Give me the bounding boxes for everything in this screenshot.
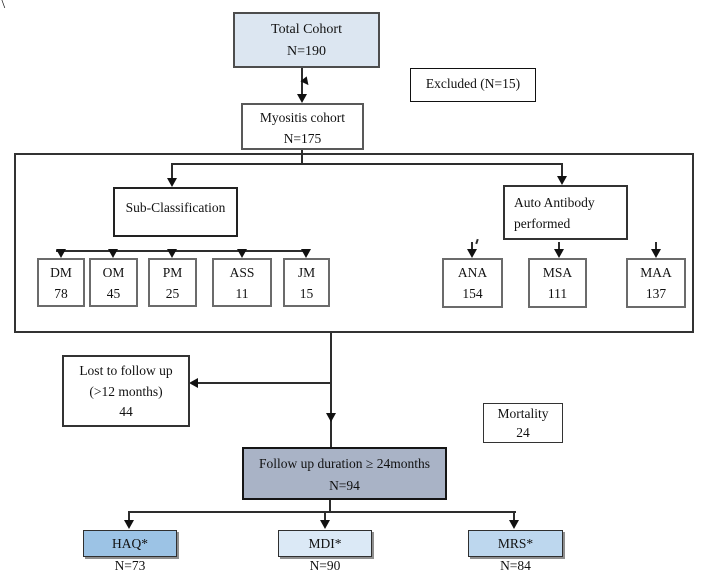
connector-mrs-stub — [513, 511, 515, 522]
haq-label: HAQ* — [112, 536, 148, 551]
lost-followup-line2: (>12 months) — [89, 383, 163, 399]
arrowhead-ass-icon — [237, 249, 247, 258]
myositis-n: N=175 — [283, 131, 322, 146]
mortality-label: Mortality — [497, 406, 549, 421]
ana-count: 154 — [462, 286, 483, 301]
ana-label: ANA — [457, 265, 488, 280]
ass-label: ASS — [229, 265, 255, 280]
arrowhead-om-icon — [108, 249, 118, 258]
arrowhead-subclass-icon — [167, 178, 177, 187]
connector-haq-stub — [128, 511, 130, 522]
excluded-box: Excluded (N=15) — [410, 68, 536, 102]
connector-total-to-myositis — [301, 68, 303, 100]
mrs-box: MRS* — [468, 530, 563, 557]
arrowhead-pm-icon — [167, 249, 177, 258]
arrowhead-central-icon — [326, 413, 336, 422]
classification-panel — [14, 153, 694, 333]
arrowhead-maa-icon — [651, 249, 661, 258]
msa-box: MSA 111 — [528, 258, 587, 308]
arrowhead-haq-icon — [124, 520, 134, 529]
ana-box: ANA 154 — [442, 258, 503, 308]
om-box: OM 45 — [89, 258, 138, 307]
mortality-count: 24 — [516, 424, 530, 440]
mdi-box: MDI* — [278, 530, 372, 557]
auto-antibody-box: Auto Antibody performed — [503, 185, 628, 240]
total-cohort-n: N=190 — [286, 44, 326, 59]
dm-count: 78 — [54, 286, 68, 301]
arrowhead-mrs-icon — [509, 520, 519, 529]
myositis-cohort-box: Myositis cohort N=175 — [241, 103, 364, 150]
connector-myositis-stub — [301, 150, 303, 165]
maa-label: MAA — [640, 265, 672, 280]
total-cohort-title: Total Cohort — [271, 22, 342, 37]
connector-central-vertical — [330, 333, 332, 447]
jm-count: 15 — [299, 286, 314, 301]
followup-duration-title: Follow up duration ≥ 24months — [259, 456, 430, 471]
arrowhead-jm-icon — [301, 249, 311, 258]
arrowhead-mdi-icon — [320, 520, 330, 529]
connector-branch-horizontal — [172, 163, 563, 165]
dm-box: DM 78 — [37, 258, 85, 307]
connector-subclass-row — [56, 250, 306, 252]
maa-box: MAA 137 — [626, 258, 686, 308]
ass-count: 11 — [235, 286, 249, 301]
connector-followup-stub — [329, 500, 331, 512]
connector-subclass-stub — [171, 163, 173, 180]
connector-mdi-stub — [324, 511, 326, 522]
connector-maa-stub — [655, 242, 657, 252]
lost-followup-box: Lost to follow up (>12 months) 44 — [62, 355, 190, 427]
connector-outcome-row — [128, 511, 516, 513]
maa-count: 137 — [645, 286, 667, 301]
arrowhead-lost-followup-icon — [189, 378, 198, 388]
ass-box: ASS 11 — [212, 258, 272, 307]
msa-label: MSA — [542, 265, 573, 280]
haq-box: HAQ* — [83, 530, 177, 557]
jm-label: JM — [297, 265, 316, 280]
jm-box: JM 15 — [283, 258, 330, 307]
followup-duration-box: Follow up duration ≥ 24months N=94 — [242, 447, 447, 500]
lost-followup-count: 44 — [119, 404, 133, 419]
mrs-label: MRS* — [497, 536, 534, 551]
om-label: OM — [102, 265, 125, 280]
connector-ana-stub — [471, 242, 473, 252]
pm-label: PM — [162, 265, 183, 280]
connector-msa-stub — [558, 242, 560, 252]
corner-mark: \ — [1, 0, 6, 12]
msa-count: 111 — [547, 286, 568, 301]
excluded-label: Excluded (N=15) — [425, 76, 521, 91]
mrs-n: N=84 — [500, 558, 531, 573]
connector-antibody-stub — [561, 163, 563, 177]
arrowhead-ana-icon — [467, 249, 477, 258]
pm-count: 25 — [165, 286, 180, 301]
mortality-box: Mortality 24 — [483, 403, 563, 443]
auto-antibody-line1: Auto Antibody — [514, 195, 595, 210]
myositis-title: Myositis cohort — [259, 110, 346, 125]
connector-lost-followup — [196, 382, 331, 384]
arrowhead-antibody-icon — [557, 176, 567, 185]
sub-classification-box: Sub-Classification — [113, 187, 238, 237]
dm-label: DM — [50, 265, 72, 280]
total-cohort-box: Total Cohort N=190 — [233, 12, 380, 68]
mdi-n: N=90 — [309, 558, 341, 573]
arrowhead-msa-icon — [554, 249, 564, 258]
mdi-label: MDI* — [308, 536, 342, 551]
lost-followup-line1: Lost to follow up — [79, 363, 173, 378]
pm-box: PM 25 — [148, 258, 197, 307]
arrowhead-dm-icon — [56, 249, 66, 258]
followup-duration-n: N=94 — [329, 478, 360, 493]
om-count: 45 — [106, 286, 121, 301]
auto-antibody-line2: performed — [514, 216, 571, 231]
arrowhead-myositis-icon — [297, 94, 307, 103]
sub-classification-label: Sub-Classification — [125, 200, 226, 215]
haq-n: N=73 — [114, 558, 146, 573]
